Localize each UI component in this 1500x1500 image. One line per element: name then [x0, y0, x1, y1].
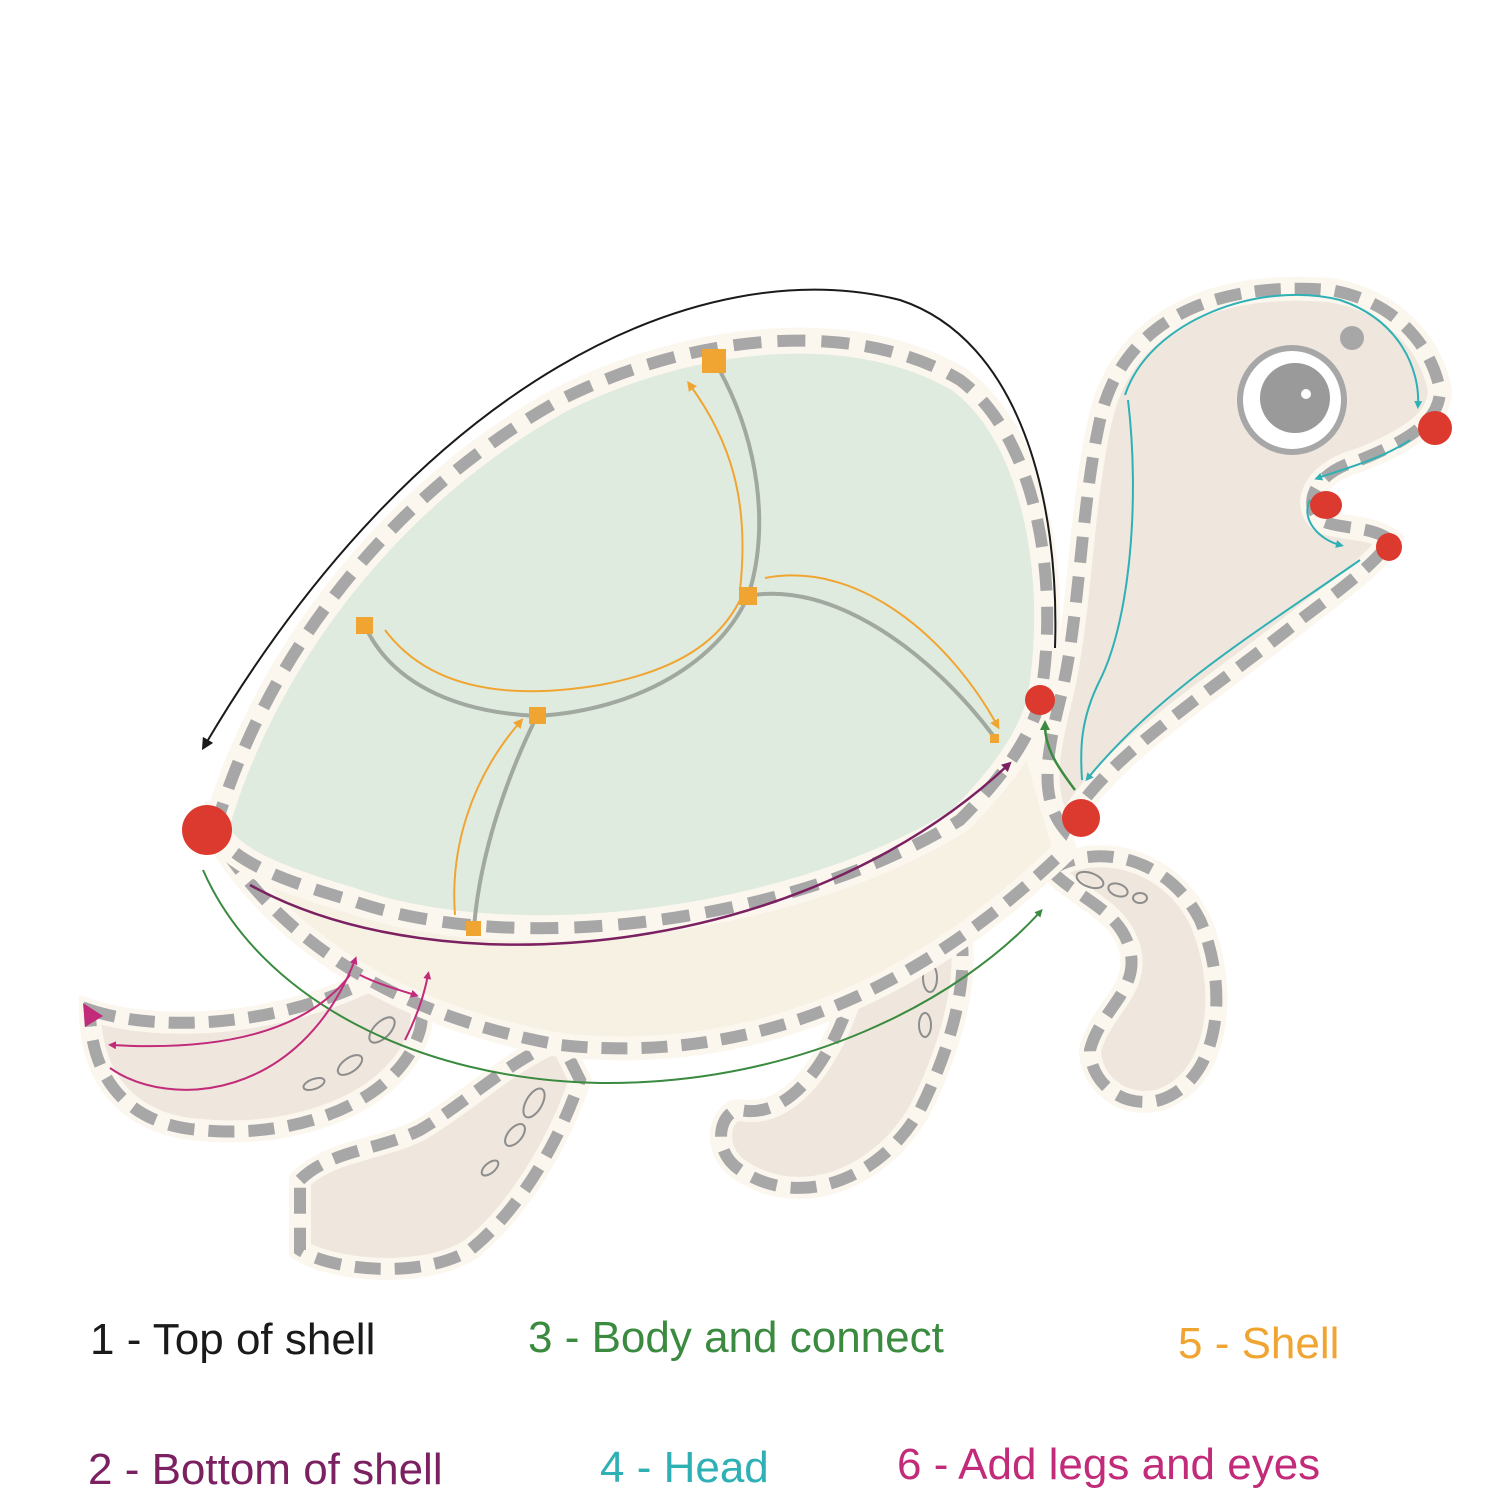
arrow-head-top	[1124, 293, 1423, 409]
nostril	[1340, 326, 1364, 350]
start-dot-neck-top	[1025, 685, 1055, 715]
shell-node-top	[702, 349, 726, 373]
tail-flipper	[78, 969, 433, 1143]
shell-node-center	[739, 587, 757, 605]
shell-node-right	[990, 734, 999, 743]
shell-node-bottom	[466, 921, 481, 936]
turtle-head	[1035, 276, 1453, 852]
legend-step-5: 5 - Shell	[1178, 1319, 1340, 1368]
legend-step-4: 4 - Head	[600, 1443, 769, 1492]
eye-pupil	[1260, 363, 1330, 433]
shell-node-lower	[529, 707, 546, 724]
arrow-shell-left	[384, 599, 741, 693]
back-left-leg	[289, 1026, 592, 1280]
eye-highlight	[1301, 389, 1311, 399]
arrow-legs-inner	[359, 974, 419, 998]
arrow-legs-tail-upper	[108, 974, 351, 1050]
arrow-body-connect	[1040, 720, 1077, 791]
start-dot-mouth-lower	[1376, 533, 1402, 561]
arrow-shell-center	[687, 380, 744, 591]
start-dot-mouth-upper	[1310, 491, 1342, 519]
arrow-body-lower	[202, 869, 1043, 1085]
arrow-top-of-shell	[201, 288, 1057, 751]
arrow-legs-inner-up	[404, 971, 432, 1041]
arrow-head-jaw	[1306, 499, 1344, 548]
start-dot-shell-left	[182, 805, 232, 855]
legend-step-1: 1 - Top of shell	[90, 1315, 376, 1364]
arrow-bottom-of-shell	[249, 761, 1012, 946]
tail-tip-marker	[83, 1003, 103, 1027]
legend-step-3: 3 - Body and connect	[528, 1313, 944, 1362]
arrow-head-mouth	[1314, 439, 1411, 481]
arrow-head-throat	[1085, 559, 1361, 782]
shell-node-left	[356, 617, 373, 634]
turtle-shell	[201, 327, 1061, 942]
arrow-head-neck	[1080, 399, 1134, 781]
start-dot-nose	[1418, 411, 1452, 445]
front-flipper	[1032, 845, 1228, 1113]
legend-step-2: 2 - Bottom of shell	[88, 1445, 443, 1494]
arrow-legs-tail-lower	[109, 956, 358, 1091]
legend-step-6: 6 - Add legs and eyes	[897, 1440, 1321, 1489]
start-dot-neck-bottom	[1062, 799, 1100, 837]
arrow-shell-bottom	[453, 718, 524, 916]
arrow-shell-right	[764, 574, 1000, 730]
